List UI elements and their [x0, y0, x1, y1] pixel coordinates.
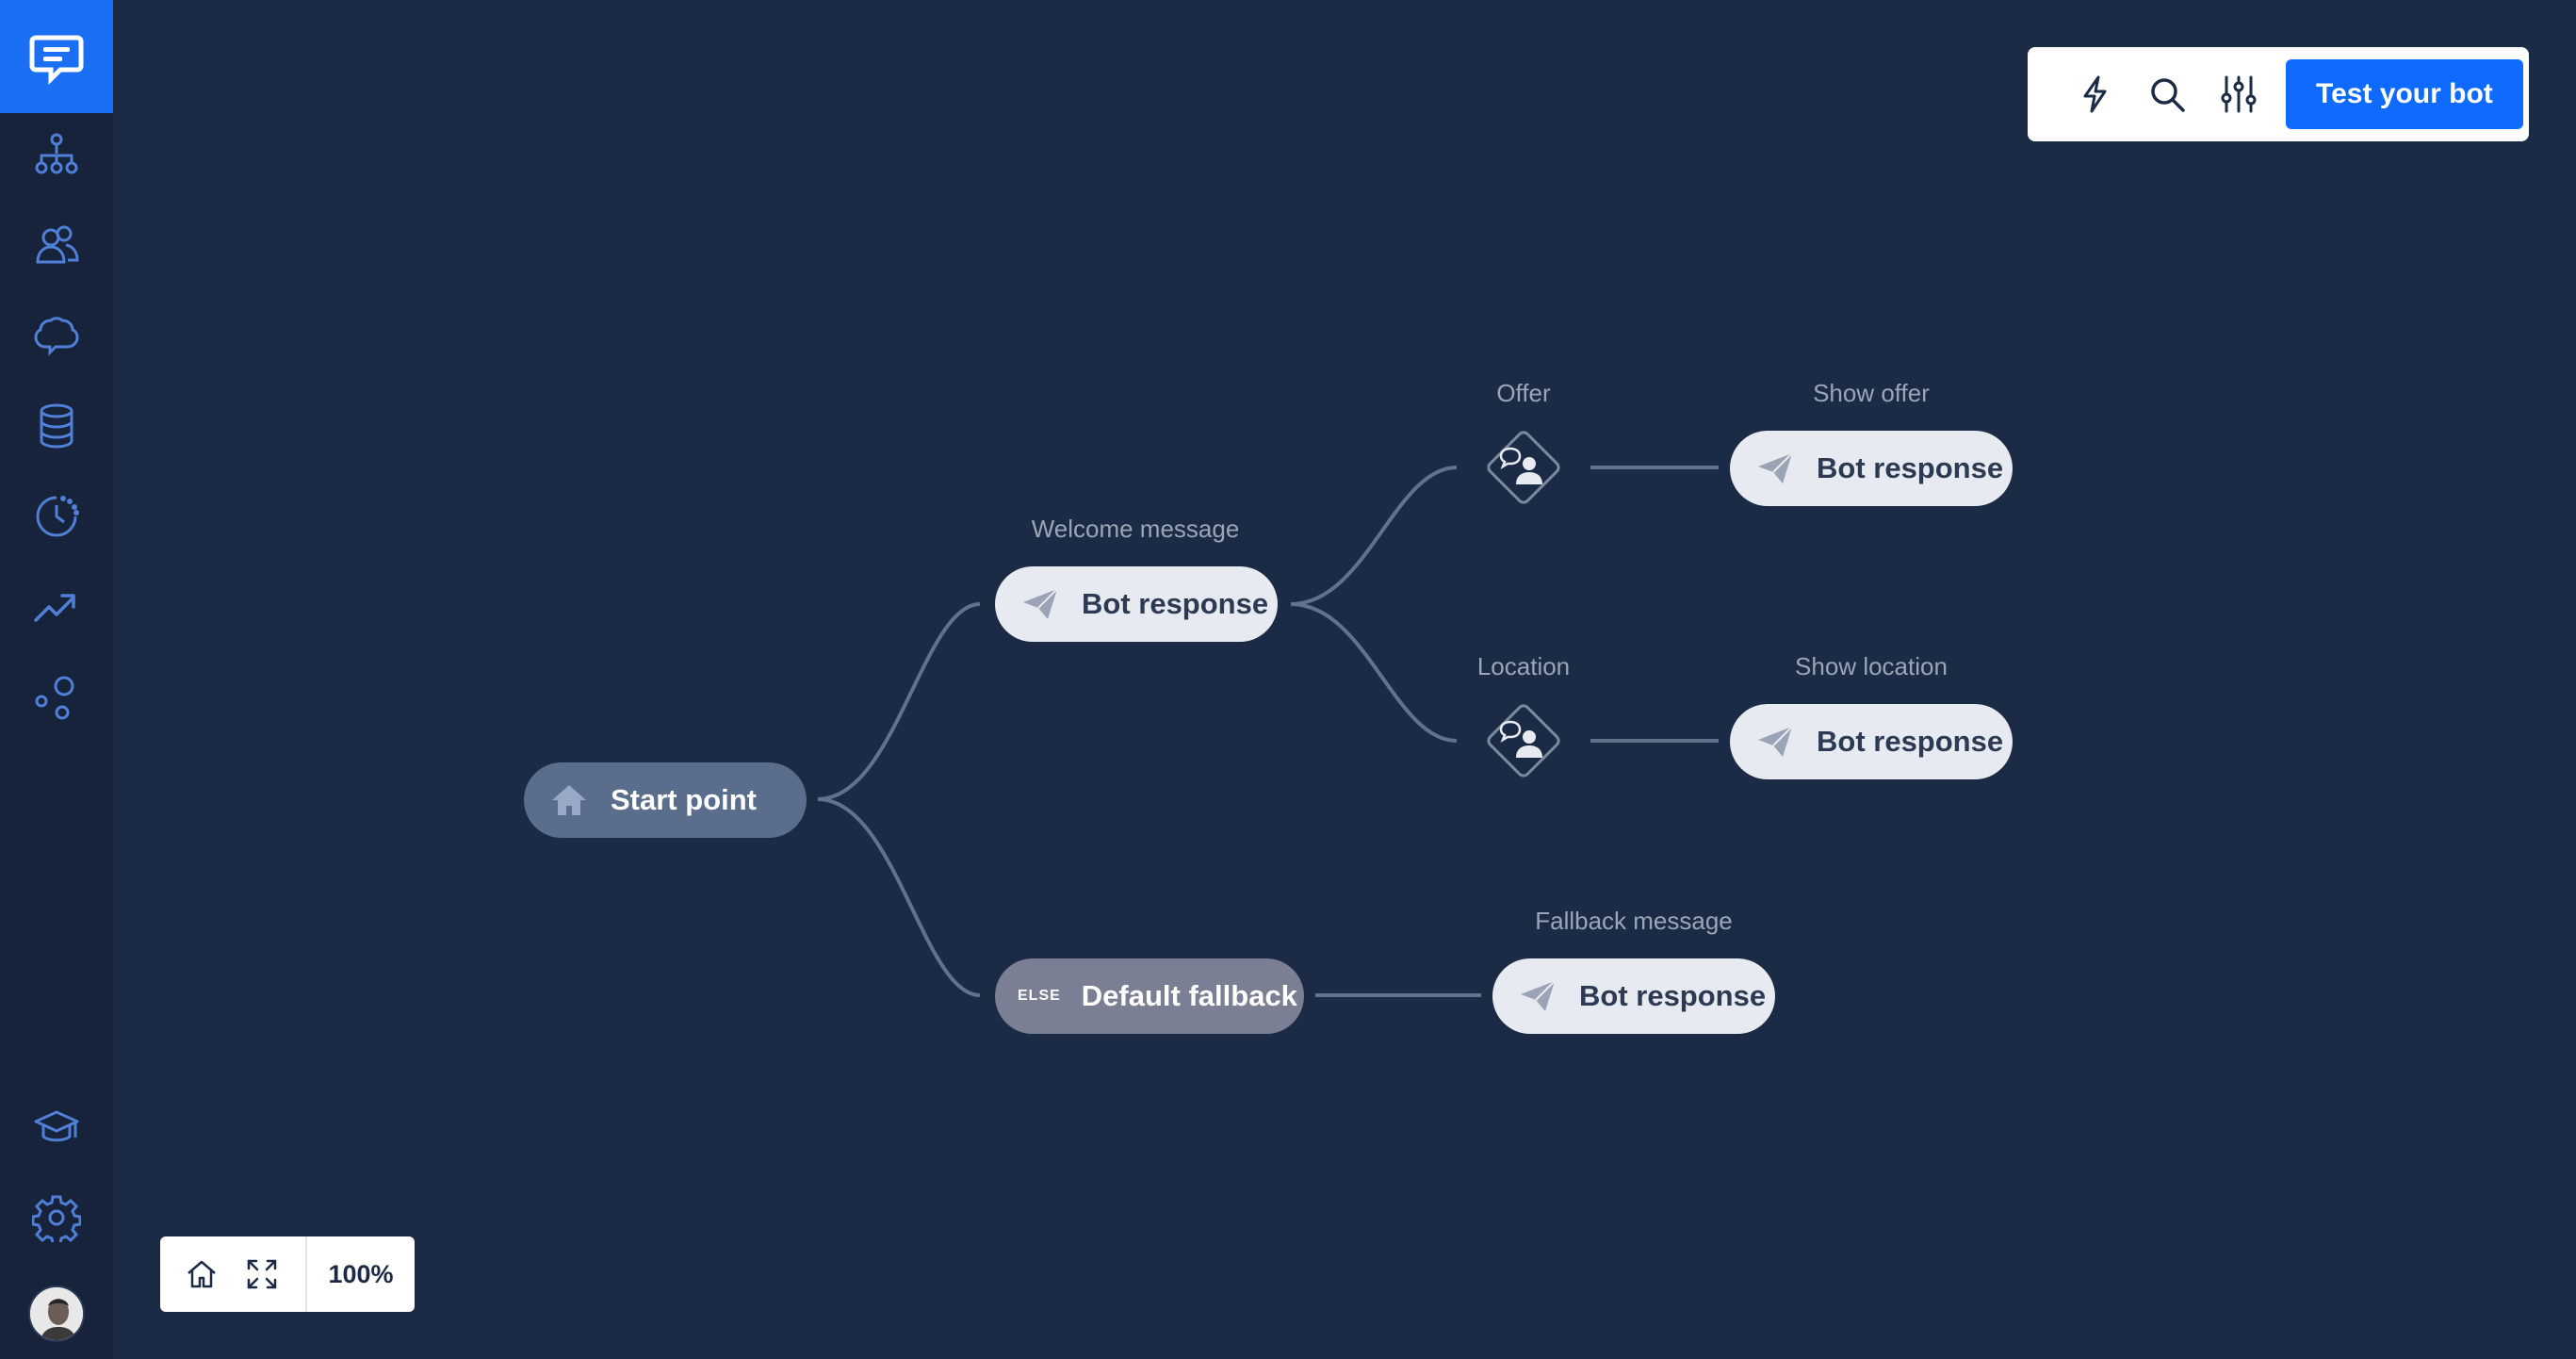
node-label: Default fallback [1081, 979, 1297, 1012]
node-label: Bot response [1817, 725, 2004, 758]
search-icon [2151, 78, 2185, 112]
sidebar [0, 0, 113, 1359]
home-icon [552, 785, 586, 815]
sidebar-item-structure[interactable] [0, 117, 113, 192]
search-button[interactable] [2131, 58, 2203, 130]
user-intent-icon [1499, 720, 1542, 758]
node-show-offer-bot-response[interactable]: Bot response [1730, 431, 2013, 506]
sidebar-item-history[interactable] [0, 479, 113, 554]
user-avatar[interactable] [28, 1285, 85, 1342]
lightning-icon [2083, 75, 2107, 113]
sidebar-item-database[interactable] [0, 388, 113, 464]
node-fallback-bot-response[interactable]: Bot response [1492, 958, 1775, 1034]
sidebar-item-integrations[interactable] [0, 660, 113, 735]
quick-actions-button[interactable] [2060, 58, 2131, 130]
node-caption-welcome: Welcome message [1031, 515, 1240, 543]
test-your-bot-button[interactable]: Test your bot [2286, 59, 2523, 129]
node-label: Bot response [1579, 979, 1767, 1012]
trending-icon [34, 594, 75, 622]
integrations-icon [35, 676, 74, 720]
top-toolbar: Test your bot [2028, 47, 2529, 141]
user-intent-icon [1499, 447, 1542, 484]
node-show-location-bot-response[interactable]: Bot response [1730, 704, 2013, 779]
sidebar-item-intents[interactable] [0, 298, 113, 373]
node-caption-show-offer: Show offer [1813, 379, 1930, 407]
node-location-condition[interactable] [1471, 688, 1576, 794]
node-label: Start point [611, 783, 757, 816]
connector-start-fallback [817, 797, 981, 997]
node-label: Bot response [1817, 451, 2004, 484]
expand-icon [247, 1259, 277, 1289]
academy-icon [34, 1110, 79, 1142]
else-tag: ELSE [1018, 988, 1061, 1004]
connector-start-welcome [817, 602, 981, 801]
flow-canvas[interactable]: Start point Welcome message Bot response… [113, 0, 2576, 1359]
zoom-divider [305, 1236, 307, 1312]
node-caption-show-location: Show location [1795, 652, 1948, 680]
home-outline-icon [187, 1260, 216, 1288]
chat-logo-icon [29, 35, 84, 85]
settings-icon [32, 1195, 81, 1242]
sidebar-item-users[interactable] [0, 207, 113, 283]
database-icon [40, 403, 73, 449]
sidebar-item-reports[interactable] [0, 569, 113, 645]
avatar-image [30, 1287, 83, 1340]
fit-to-screen-button[interactable] [232, 1236, 292, 1312]
node-start-point[interactable]: Start point [524, 762, 807, 838]
users-icon [36, 225, 79, 264]
node-caption-location: Location [1476, 652, 1571, 680]
flow-connectors [817, 466, 1719, 997]
history-icon [36, 496, 79, 537]
send-icon [1758, 726, 1793, 757]
zoom-level[interactable]: 100% [328, 1259, 394, 1288]
sidebar-item-academy[interactable] [0, 1089, 113, 1165]
app-logo[interactable] [0, 0, 113, 113]
node-default-fallback[interactable]: ELSE Default fallback [995, 958, 1304, 1034]
brain-icon [34, 317, 79, 356]
node-offer-condition[interactable] [1471, 415, 1576, 520]
sidebar-item-settings[interactable] [0, 1180, 113, 1255]
node-welcome-bot-response[interactable]: Bot response [995, 566, 1278, 642]
connector-welcome-offer [1290, 466, 1458, 606]
sliders-icon [2221, 75, 2257, 113]
structure-icon [35, 133, 78, 174]
send-icon [1521, 980, 1556, 1011]
connector-welcome-location [1290, 602, 1458, 743]
node-label: Bot response [1082, 587, 1269, 620]
node-caption-fallback-message: Fallback message [1535, 907, 1733, 935]
node-caption-offer: Offer [1496, 379, 1551, 407]
center-home-button[interactable] [171, 1236, 232, 1312]
send-icon [1758, 452, 1793, 483]
send-icon [1023, 588, 1058, 619]
filters-button[interactable] [2203, 58, 2274, 130]
zoom-controls: 100% [160, 1236, 415, 1312]
